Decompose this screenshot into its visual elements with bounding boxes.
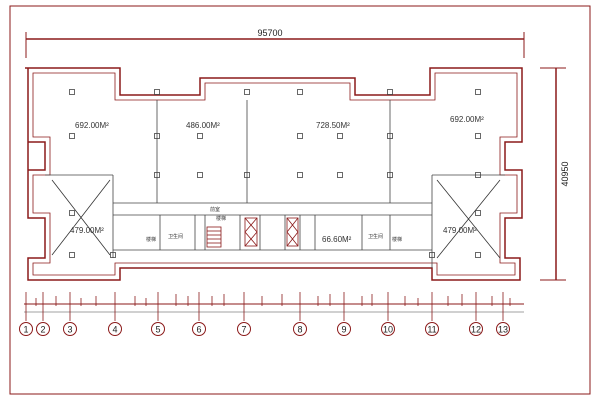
column-marker (387, 133, 393, 139)
axis-bubble (36, 322, 50, 336)
column-marker (337, 172, 343, 178)
axis-label: 11 (427, 325, 436, 335)
drawing-frame (9, 5, 591, 395)
width-dimension: 95700 (25, 28, 525, 58)
axis-bubble (237, 322, 251, 336)
column-marker (297, 133, 303, 139)
column-marker (244, 172, 250, 178)
axis-bubble (425, 322, 439, 336)
column-marker (475, 252, 481, 258)
axis-bubble (469, 322, 483, 336)
column-marker (69, 210, 75, 216)
width-dimension-label: 95700 (257, 28, 282, 38)
axis-label: 5 (155, 325, 160, 335)
stairs-left (206, 226, 222, 248)
column-marker (69, 252, 75, 258)
structural-columns (69, 89, 481, 258)
axis-label: 12 (471, 325, 481, 335)
axis-label: 9 (341, 325, 346, 335)
axis-bubble (19, 322, 33, 336)
axis-label: 6 (196, 325, 201, 335)
axis-label: 8 (297, 325, 302, 335)
label-stair-left: 楼梯 (146, 236, 156, 243)
column-marker (475, 210, 481, 216)
depth-dimension-label: 40950 (560, 161, 570, 186)
column-marker (110, 252, 116, 258)
axis-bubble (337, 322, 351, 336)
label-stair-right: 楼梯 (392, 236, 402, 243)
column-marker (154, 89, 160, 95)
strip-ticks (35, 294, 511, 306)
room-center-area: 728.50M² (316, 121, 350, 130)
column-marker (197, 133, 203, 139)
axis-label: 4 (112, 325, 117, 335)
column-marker (387, 89, 393, 95)
axis-label: 13 (498, 325, 508, 335)
label-restroom-right: 卫生间 (368, 233, 383, 240)
room-ne-area: 692.00M² (450, 115, 484, 124)
room-se-area: 479.00M² (443, 226, 477, 235)
column-marker (429, 252, 435, 258)
corner-room-cross-right (436, 179, 501, 259)
column-marker (154, 172, 160, 178)
column-marker (154, 133, 160, 139)
axis-bubble (63, 322, 77, 336)
corner-room-cross-left (51, 179, 111, 256)
label-lobby: 前室 (210, 206, 220, 213)
column-marker (475, 172, 481, 178)
elevator-left (244, 217, 258, 247)
column-marker (337, 133, 343, 139)
column-marker (297, 172, 303, 178)
room-nc-area: 486.00M² (186, 121, 220, 130)
room-core-area: 66.60M² (322, 235, 352, 244)
axis-bubble (108, 322, 122, 336)
axis-dimension-strip (24, 303, 524, 313)
axis-bubble (192, 322, 206, 336)
building-outline (25, 67, 523, 281)
column-marker (475, 89, 481, 95)
column-marker (69, 89, 75, 95)
axis-label: 1 (23, 325, 28, 335)
axis-bubble (151, 322, 165, 336)
axis-label: 3 (67, 325, 72, 335)
axis-label: 7 (241, 325, 246, 335)
column-marker (297, 89, 303, 95)
column-marker (69, 133, 75, 139)
axis-bubble (496, 322, 510, 336)
room-nw-area: 692.00M² (75, 121, 109, 130)
interior-walls (45, 100, 505, 268)
elevator-right (286, 217, 299, 247)
axis-bubble (293, 322, 307, 336)
axis-label: 2 (40, 325, 45, 335)
label-restroom-left: 卫生间 (168, 233, 183, 240)
column-marker (197, 172, 203, 178)
column-marker (387, 172, 393, 178)
label-stair-core: 楼梯 (216, 215, 226, 222)
depth-dimension: 40950 (540, 67, 570, 281)
room-sw-area: 479.00M² (70, 226, 104, 235)
axis-label: 10 (383, 325, 393, 335)
column-marker (244, 89, 250, 95)
axis-bubble (381, 322, 395, 336)
column-marker (475, 133, 481, 139)
